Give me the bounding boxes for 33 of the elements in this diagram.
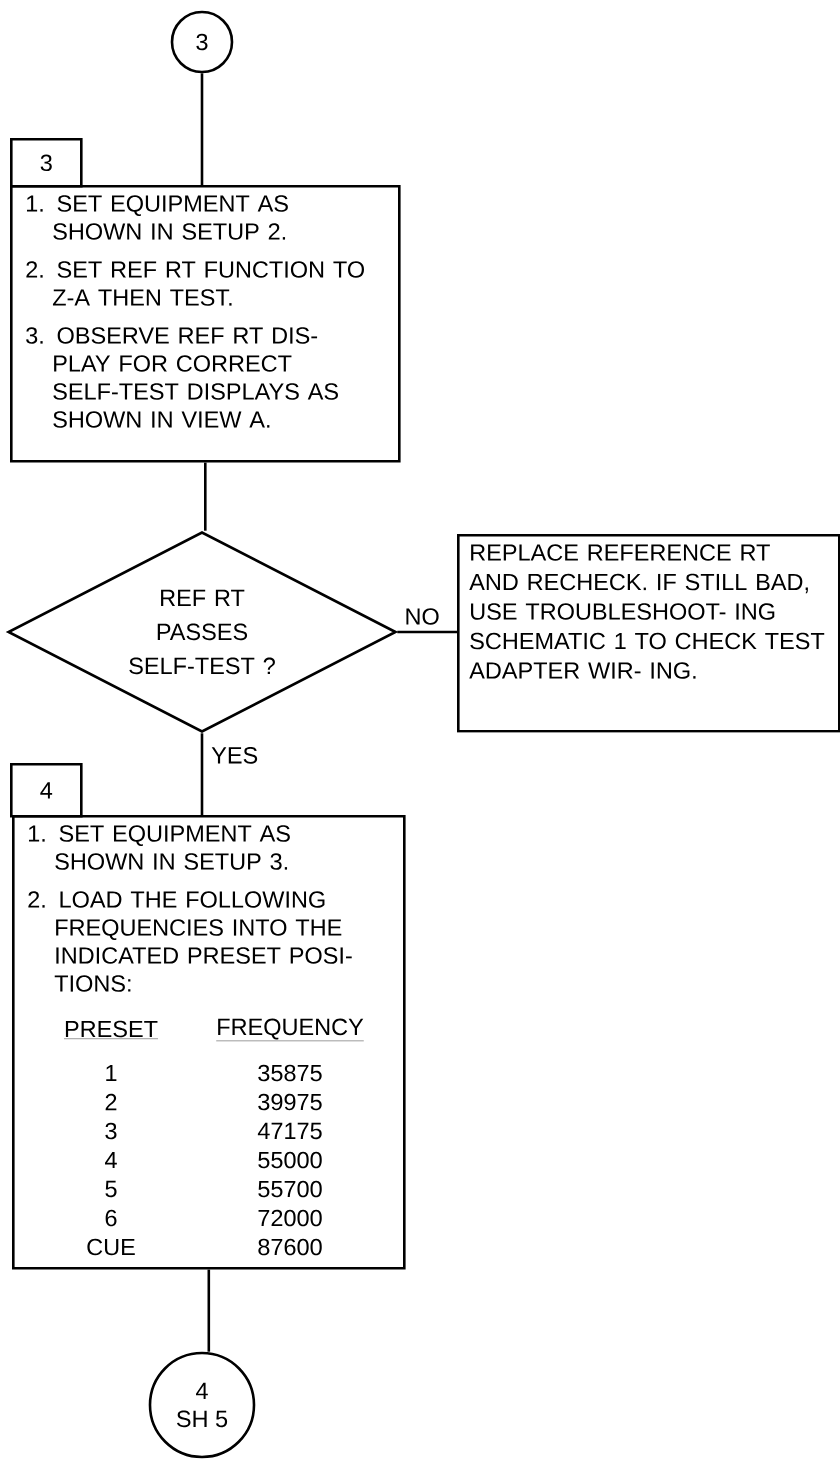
table-cell: 2 bbox=[105, 1093, 117, 1111]
process-box bbox=[10, 185, 401, 463]
edge-label: NO bbox=[403, 607, 441, 626]
table-cell: 6 bbox=[105, 1209, 117, 1227]
table-cell: 39975 bbox=[258, 1093, 322, 1111]
step-text: 2. LOAD THE FOLLOWING FREQUENCIES INTO THE INDICATED PRESET POSI- TIONS: bbox=[28, 891, 352, 992]
step-number-box: 4 bbox=[10, 763, 83, 818]
table-cell: CUE bbox=[87, 1238, 135, 1256]
table-cell: 5 bbox=[105, 1180, 117, 1198]
connector-line bbox=[200, 733, 204, 815]
connector-line bbox=[207, 1269, 211, 1352]
table-cell: 72000 bbox=[258, 1209, 322, 1227]
connector-line bbox=[204, 462, 207, 531]
process-box: REPLACE REFERENCE RT AND RECHECK. IF STILL BAD, USE TROUBLESHOOT- ING SCHEMATIC 1 TO CHECK TEST ADAPTER WIR- ING. bbox=[457, 534, 840, 733]
step-number-box: 3 bbox=[10, 138, 83, 188]
table-cell: 4 bbox=[105, 1151, 117, 1169]
table-cell: 1 bbox=[106, 1064, 117, 1082]
connector-line bbox=[397, 630, 457, 634]
edge-label: YES bbox=[210, 746, 260, 765]
process-box bbox=[12, 815, 406, 1270]
table-header: FREQUENCY bbox=[216, 1018, 364, 1042]
table-header: PRESET bbox=[63, 1020, 159, 1039]
table-cell: 55000 bbox=[258, 1151, 322, 1169]
table-cell: 47175 bbox=[257, 1122, 322, 1140]
table-cell: 55700 bbox=[258, 1180, 322, 1198]
connector-line bbox=[200, 73, 204, 185]
table-cell: 35875 bbox=[258, 1064, 322, 1082]
step-text: 1. SET EQUIPMENT AS SHOWN IN SETUP 2. bbox=[27, 195, 288, 240]
step-text: 1. SET EQUIPMENT AS SHOWN IN SETUP 3. bbox=[29, 825, 290, 870]
step-text: 3. OBSERVE REF RT DIS- PLAY FOR CORRECT SELF-TEST DISPLAYS AS SHOWN IN VIEW A. bbox=[26, 327, 338, 428]
table-cell: 3 bbox=[105, 1122, 117, 1140]
table-cell: 87600 bbox=[258, 1238, 322, 1256]
step-text: 2. SET REF RT FUNCTION TO Z-A THEN TEST. bbox=[26, 261, 364, 306]
